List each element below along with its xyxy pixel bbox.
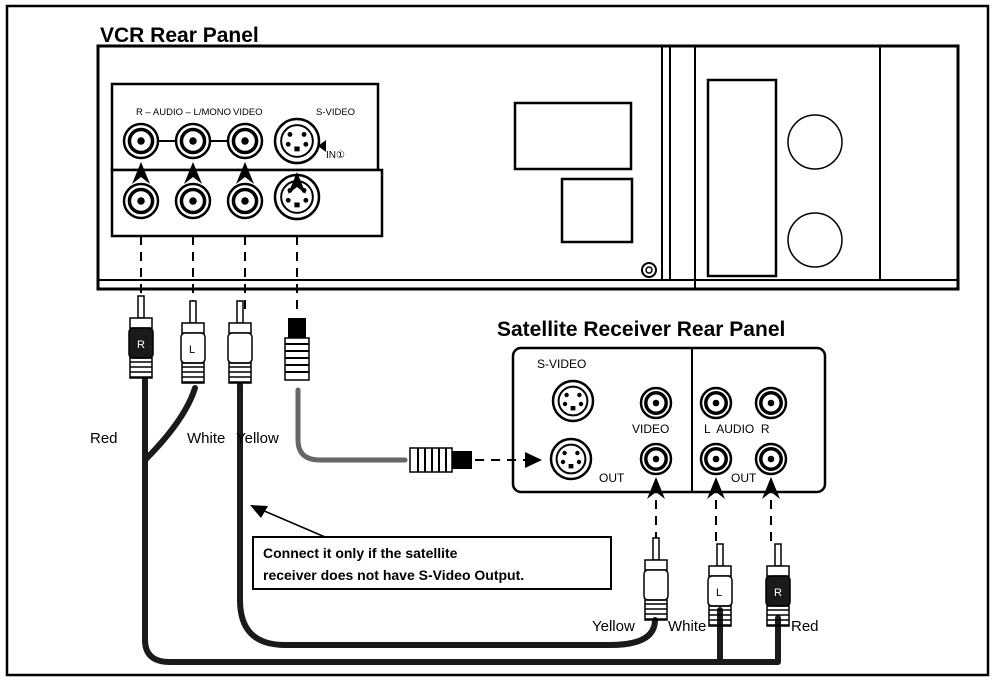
vcr-rf-block-lower [560, 177, 634, 244]
note-line-1: Connect it only if the satellite [263, 545, 458, 561]
vcr-svideo-in-jack [273, 117, 321, 165]
vcr-arrow-svideo [288, 172, 306, 194]
sat-video-label: VIDEO [632, 422, 669, 436]
vcr-svideo-jack-2 [273, 173, 321, 221]
plug-red-sat: R [765, 543, 791, 627]
sat-audio-label: L AUDIO R [704, 422, 770, 436]
vcr-arrow-yellow [236, 162, 254, 184]
cable-yellow [237, 382, 658, 648]
satellite-panel-title: Satellite Receiver Rear Panel [497, 318, 785, 341]
cable-label-yellow-left: Yellow [236, 430, 279, 447]
note-arrow [250, 505, 268, 518]
cable-svideo [295, 387, 408, 463]
note-line-2: receiver does not have S-Video Output. [263, 567, 524, 583]
svg-text:R: R [774, 587, 782, 599]
plug-yellow-sat [643, 537, 669, 621]
sat-arrow-audio-l [707, 477, 725, 499]
sat-audio-r-jack-1 [754, 386, 788, 420]
sat-svideo-out-jack [549, 437, 593, 481]
vcr-audio-r-jack-2 [122, 182, 160, 220]
sat-arrow-audio-r [762, 477, 780, 499]
cable-label-white-right: White [668, 618, 706, 635]
vcr-audio-l-in-jack [174, 122, 212, 160]
sat-audio-out-label: OUT [731, 471, 757, 485]
plug-red-vcr: R [128, 295, 154, 379]
sat-video-jack-1 [639, 386, 673, 420]
vcr-rear-panel: R – AUDIO – L/MONO VIDEO S-VIDEO IN① [96, 44, 960, 291]
sat-video-out-jack [639, 442, 673, 476]
satellite-rear-panel: S-VIDEO VIDEO OUT L AUDIO R OUT [511, 346, 827, 499]
vcr-round-plate-bottom [787, 212, 843, 268]
vcr-arrow-white [184, 162, 202, 184]
cable-white-left [142, 385, 198, 463]
vcr-ground-screw [641, 262, 657, 278]
note-box: Connect it only if the satellite receive… [250, 505, 612, 590]
vcr-in1-label: IN① [326, 150, 345, 161]
cable-label-red-right: Red [791, 618, 819, 635]
cable-red-right [717, 615, 781, 665]
vcr-rf-block [513, 101, 633, 171]
sat-audio-l-out-jack [699, 442, 733, 476]
diagram-frame [5, 4, 990, 677]
cable-label-white-left: White [187, 430, 225, 447]
sat-audio-r-out-jack [754, 442, 788, 476]
sat-audio-l-jack-1 [699, 386, 733, 420]
vcr-arrow-red [132, 162, 150, 184]
vcr-svideo-label: S-VIDEO [316, 107, 355, 118]
vcr-audio-r-in-jack [122, 122, 160, 160]
vcr-video-jack-2 [226, 182, 264, 220]
vcr-video-label: VIDEO [233, 107, 263, 118]
svg-text:L: L [716, 587, 722, 599]
vcr-antenna-block [706, 78, 778, 278]
cables: R L L R [128, 236, 791, 665]
cable-label-red-left: Red [90, 430, 118, 447]
plug-svideo-vcr [284, 318, 310, 381]
plug-yellow-vcr [227, 300, 253, 384]
plug-white-vcr: L [180, 300, 206, 384]
vcr-audio-label: R – AUDIO – L/MONO [136, 107, 231, 118]
cable-label-yellow-right: Yellow [592, 618, 635, 635]
sat-svideo-label: S-VIDEO [537, 357, 586, 371]
sat-out-label: OUT [599, 471, 625, 485]
cable-red-white-pair [142, 377, 723, 665]
plug-svideo-sat [409, 447, 472, 473]
plug-white-sat: L [707, 543, 733, 627]
vcr-video-in-jack [226, 122, 264, 160]
vcr-round-plate-top [787, 114, 843, 170]
vcr-panel-title: VCR Rear Panel [100, 24, 259, 47]
svg-text:R: R [137, 339, 145, 351]
arrow-svideo-sat [525, 452, 542, 468]
vcr-audio-l-jack-2 [174, 182, 212, 220]
sat-arrow-video [647, 477, 665, 499]
sat-svideo-jack-1 [551, 379, 595, 423]
svg-text:L: L [189, 344, 195, 356]
